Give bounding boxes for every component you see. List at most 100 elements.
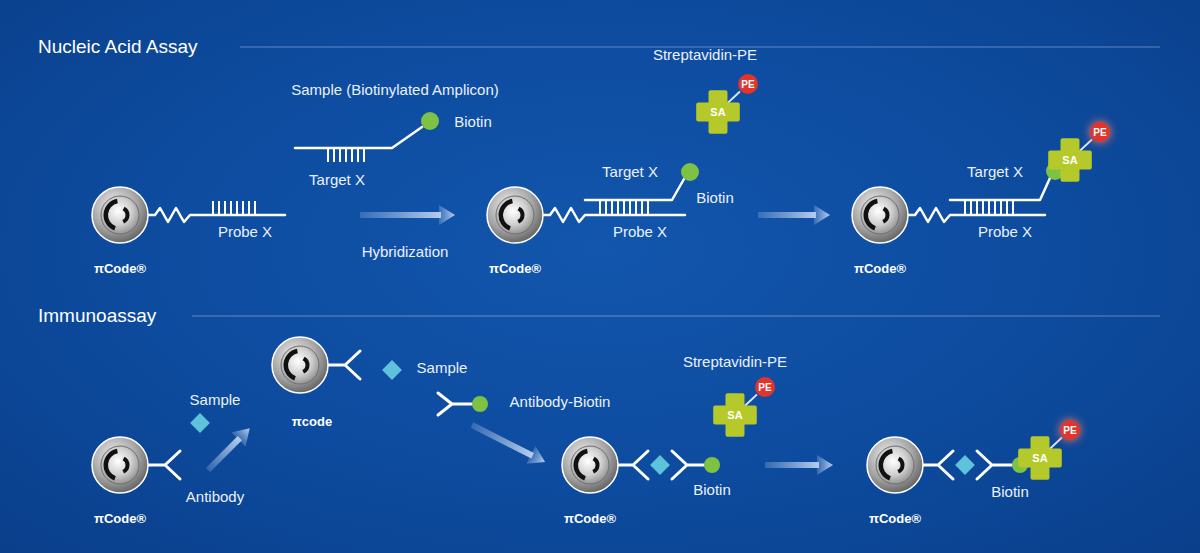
- shape-label: PE: [1093, 127, 1106, 138]
- section-rules: [192, 47, 1160, 316]
- tick-stroke: [1000, 200, 1002, 215]
- shape-label: PE: [1063, 425, 1076, 436]
- pi-code-bead: πCode®: [80, 435, 160, 495]
- pe-dye-circle: PE: [754, 376, 776, 398]
- link-line: [1050, 438, 1062, 449]
- annotation-label: Sample (Biotinylated Amplicon): [291, 81, 499, 98]
- pe-dye-circle: PE: [737, 73, 759, 95]
- pi-code-bead: πCode®: [80, 185, 160, 245]
- tick-stroke: [333, 148, 335, 162]
- bead-label: πCode®: [489, 261, 541, 276]
- tick-stroke: [611, 200, 613, 215]
- annotation-label: Biotin: [693, 481, 731, 498]
- tick-stroke: [629, 200, 631, 215]
- tick-stroke: [345, 148, 347, 162]
- shape-label: PE: [741, 79, 754, 90]
- annotation-label: Target X: [602, 163, 658, 180]
- tick-stroke: [623, 200, 625, 215]
- tick-stroke: [982, 200, 984, 215]
- annotation-label: Sample: [417, 359, 468, 376]
- bead-label: πCode®: [869, 511, 921, 526]
- bead-outline: [550, 435, 630, 495]
- tick-stroke: [976, 200, 978, 215]
- tick-stroke: [236, 201, 238, 215]
- pi-code-bead: πcode: [260, 335, 340, 395]
- tick-stroke: [363, 148, 365, 162]
- shape-label: SA: [1032, 452, 1047, 464]
- bead-label: πCode®: [564, 511, 616, 526]
- tick-stroke: [248, 201, 250, 215]
- annotation-label: Sample: [190, 391, 241, 408]
- bead-outline: [840, 185, 920, 245]
- annotation-label: Antibody: [186, 488, 244, 505]
- annotation-label: Target X: [309, 171, 365, 188]
- annotation-label: Probe X: [218, 223, 272, 240]
- shape-label: SA: [727, 409, 742, 421]
- link-line: [745, 395, 757, 406]
- link-line: [728, 92, 740, 103]
- tick-stroke: [1006, 200, 1008, 215]
- pi-code-bead: πCode®: [550, 435, 630, 495]
- bead-label: πcode: [292, 414, 332, 429]
- tick-stroke: [635, 200, 637, 215]
- tick-stroke: [641, 200, 643, 215]
- link-line: [1080, 140, 1092, 151]
- tick-stroke: [212, 201, 214, 215]
- pe-dye-circle: PE: [1059, 419, 1081, 441]
- annotation-label: Streptavidin-PE: [683, 353, 787, 370]
- section-heading: Immunoassay: [38, 305, 156, 327]
- tick-stroke: [994, 200, 996, 215]
- tick-stroke: [647, 200, 649, 215]
- annotation-label: Streptavidin-PE: [653, 46, 757, 63]
- annotation-label: Biotin: [696, 189, 734, 206]
- bead-outline: [855, 435, 935, 495]
- annotation-label: Antibody-Biotin: [510, 393, 611, 410]
- tick-stroke: [327, 148, 329, 162]
- pe-dye-circle: PE: [1089, 121, 1111, 143]
- bead-outline: [475, 185, 555, 245]
- biotin-dots: [421, 112, 1064, 473]
- pi-code-bead: πCode®: [855, 435, 935, 495]
- tick-stroke: [242, 201, 244, 215]
- bead-label: πCode®: [94, 261, 146, 276]
- streptavidin-shape: SA: [1018, 436, 1062, 480]
- bead-outline: [80, 185, 160, 245]
- tick-stroke: [254, 201, 256, 215]
- shape-label: SA: [710, 106, 725, 118]
- annotation-label: Target X: [967, 163, 1023, 180]
- tick-stroke: [617, 200, 619, 215]
- process-arrows: [201, 205, 833, 477]
- tick-stroke: [970, 200, 972, 215]
- streptavidin-shape: SA: [1048, 138, 1092, 182]
- bead-label: πCode®: [854, 261, 906, 276]
- tick-stroke: [339, 148, 341, 162]
- section-heading: Nucleic Acid Assay: [38, 36, 197, 58]
- streptavidin-shape: SA: [713, 393, 757, 437]
- dna-strands: [148, 127, 1050, 222]
- bead-label: πCode®: [94, 511, 146, 526]
- annotation-label: Probe X: [978, 223, 1032, 240]
- tick-stroke: [357, 148, 359, 162]
- tick-stroke: [964, 200, 966, 215]
- tick-stroke: [230, 201, 232, 215]
- tick-stroke: [218, 201, 220, 215]
- tick-stroke: [599, 200, 601, 215]
- shape-label: PE: [758, 382, 771, 393]
- annotation-label: Biotin: [454, 113, 492, 130]
- annotation-label: Hybridization: [362, 243, 449, 260]
- bead-outline: [80, 435, 160, 495]
- streptavidin-shape: SA: [696, 90, 740, 134]
- tick-stroke: [351, 148, 353, 162]
- tick-stroke: [988, 200, 990, 215]
- annotation-label: Biotin: [991, 483, 1029, 500]
- bead-outline: [260, 335, 340, 395]
- tick-stroke: [224, 201, 226, 215]
- shape-label: SA: [1062, 154, 1077, 166]
- tick-stroke: [605, 200, 607, 215]
- pi-code-bead: πCode®: [475, 185, 555, 245]
- pi-code-bead: πCode®: [840, 185, 920, 245]
- tick-stroke: [1012, 200, 1014, 215]
